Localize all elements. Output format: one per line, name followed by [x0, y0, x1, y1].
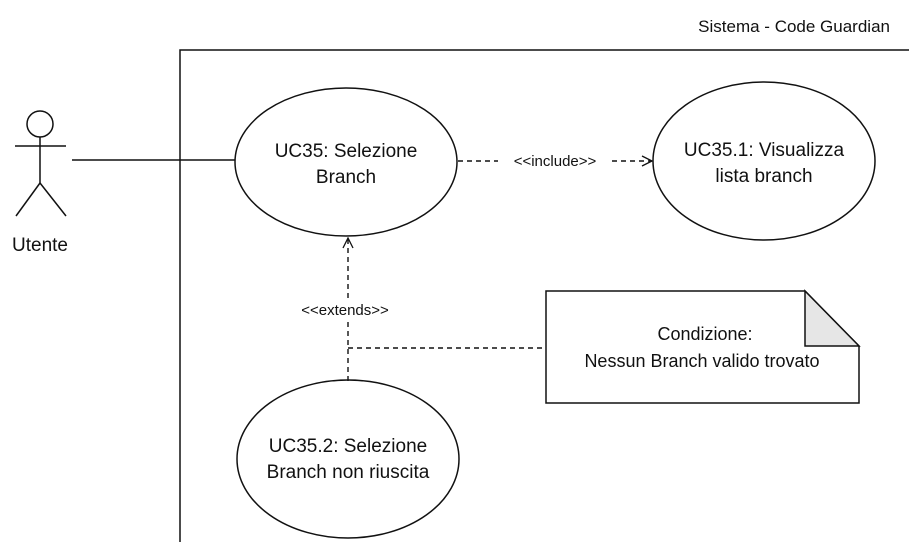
actor-right-leg: [39, 182, 67, 217]
uc35-1-subtitle: lista branch: [715, 166, 812, 187]
condition-note: Condizione: Nessun Branch valido trovato: [545, 289, 861, 404]
actor-head: [26, 110, 54, 138]
uc35-2-title: UC35.2: Selezione: [269, 436, 427, 457]
use-case-uc35: UC35: Selezione Branch: [234, 87, 458, 237]
actor-label: Utente: [12, 235, 68, 256]
uc35-2-subtitle: Branch non riuscita: [267, 462, 430, 483]
system-boundary: [179, 49, 909, 542]
uc35-1-title: UC35.1: Visualizza: [684, 140, 845, 161]
include-label: <<include>>: [514, 153, 597, 170]
actor-left-leg: [15, 182, 41, 217]
note-text: Nessun Branch valido trovato: [584, 351, 819, 371]
note-title: Condizione:: [657, 324, 752, 344]
use-case-uc35-1: UC35.1: Visualizza lista branch: [652, 81, 876, 241]
use-case-uc35-2: UC35.2: Selezione Branch non riuscita: [236, 379, 460, 539]
actor-utente: [15, 110, 67, 217]
uc35-subtitle: Branch: [316, 167, 376, 188]
system-title: Sistema - Code Guardian: [698, 17, 890, 36]
extends-label: <<extends>>: [301, 302, 389, 319]
uc35-title: UC35: Selezione: [275, 141, 418, 162]
note-folded-corner: [804, 289, 861, 347]
